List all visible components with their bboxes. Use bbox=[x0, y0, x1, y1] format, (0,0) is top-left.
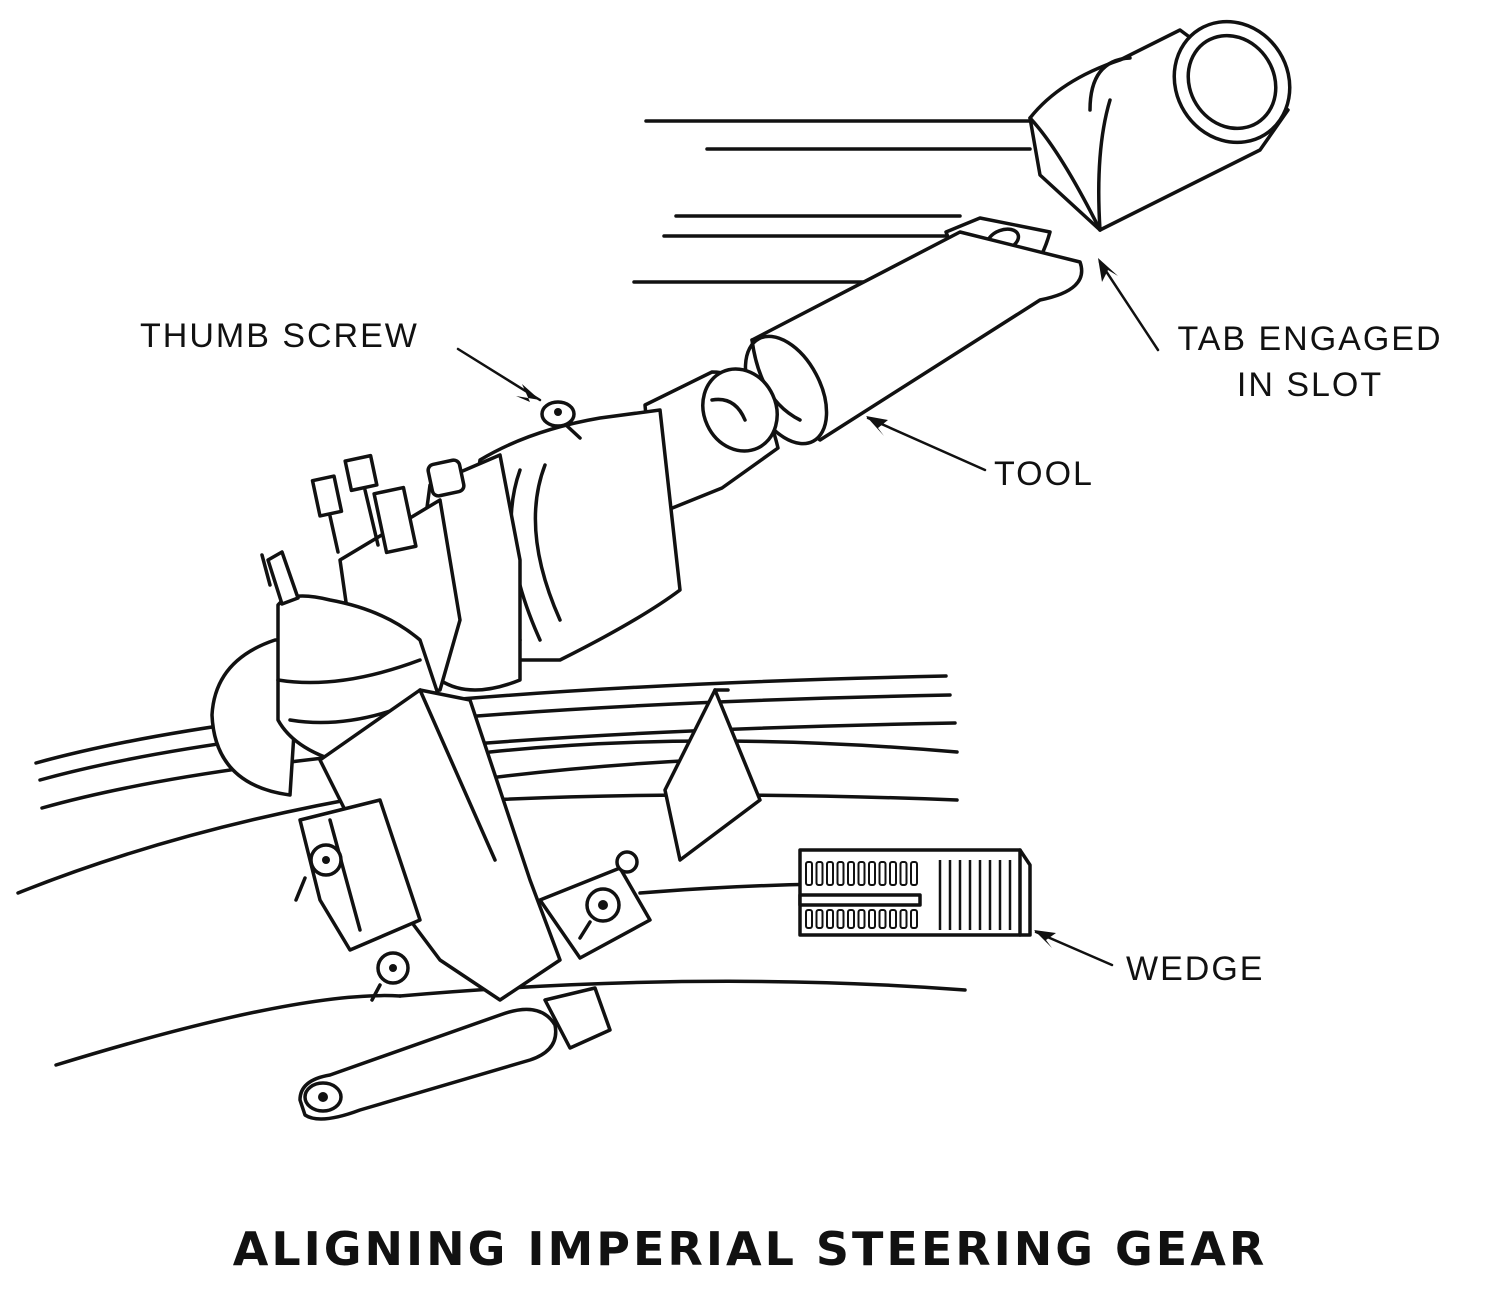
upper-frame-rails bbox=[632, 119, 1062, 284]
wedge bbox=[798, 848, 1032, 937]
wedge-tooth bbox=[878, 909, 887, 929]
pitman-arm bbox=[298, 986, 612, 1121]
wedge-tooth bbox=[889, 861, 897, 886]
alignment-tool bbox=[743, 230, 1084, 446]
wedge-tooth bbox=[815, 861, 824, 886]
wedge-tooth bbox=[805, 909, 813, 929]
steering-shaft bbox=[643, 367, 780, 517]
housing-fittings bbox=[310, 453, 466, 555]
rail-brace bbox=[663, 688, 762, 862]
wedge-tooth bbox=[868, 861, 876, 886]
thumb-screw-label: THUMB SCREW bbox=[140, 317, 419, 355]
wedge-tooth bbox=[826, 909, 834, 929]
tab-engaged-label-line2: IN SLOT bbox=[1236, 366, 1384, 404]
steering-box-body bbox=[298, 688, 562, 1002]
wedge-teeth bbox=[805, 860, 1012, 930]
wedge-tooth bbox=[899, 861, 908, 886]
wedge-tooth bbox=[868, 909, 876, 929]
wedge-tooth bbox=[805, 861, 813, 886]
leader-lines bbox=[456, 258, 1160, 967]
wedge-tooth bbox=[910, 861, 918, 886]
wedge-tooth bbox=[826, 861, 834, 886]
tool-label: TOOL bbox=[994, 455, 1094, 493]
wedge-label: WEDGE bbox=[1126, 950, 1265, 988]
wedge-tooth bbox=[847, 909, 855, 929]
wedge-tooth bbox=[815, 909, 824, 929]
wedge-tooth bbox=[878, 861, 887, 886]
figure-caption: ALIGNING IMPERIAL STEERING GEAR bbox=[232, 1222, 1268, 1276]
wedge-tooth bbox=[889, 909, 897, 929]
thumb-screw bbox=[540, 400, 582, 440]
wedge-tooth bbox=[847, 861, 855, 886]
wedge-tooth bbox=[910, 909, 918, 929]
steering-column-jacket bbox=[1028, 19, 1292, 232]
gear-housing bbox=[338, 408, 682, 702]
tab-engaged-label: TAB ENGAGED IN SLOT bbox=[1160, 316, 1460, 408]
tab-engaged-label-line1: TAB ENGAGED bbox=[1177, 320, 1443, 358]
wedge-tooth bbox=[857, 909, 866, 929]
wedge-tooth bbox=[857, 861, 866, 886]
mounting-bracket bbox=[294, 843, 652, 1002]
wedge-tooth bbox=[836, 861, 845, 886]
wedge-tooth bbox=[836, 909, 845, 929]
wedge-tooth bbox=[899, 909, 908, 929]
